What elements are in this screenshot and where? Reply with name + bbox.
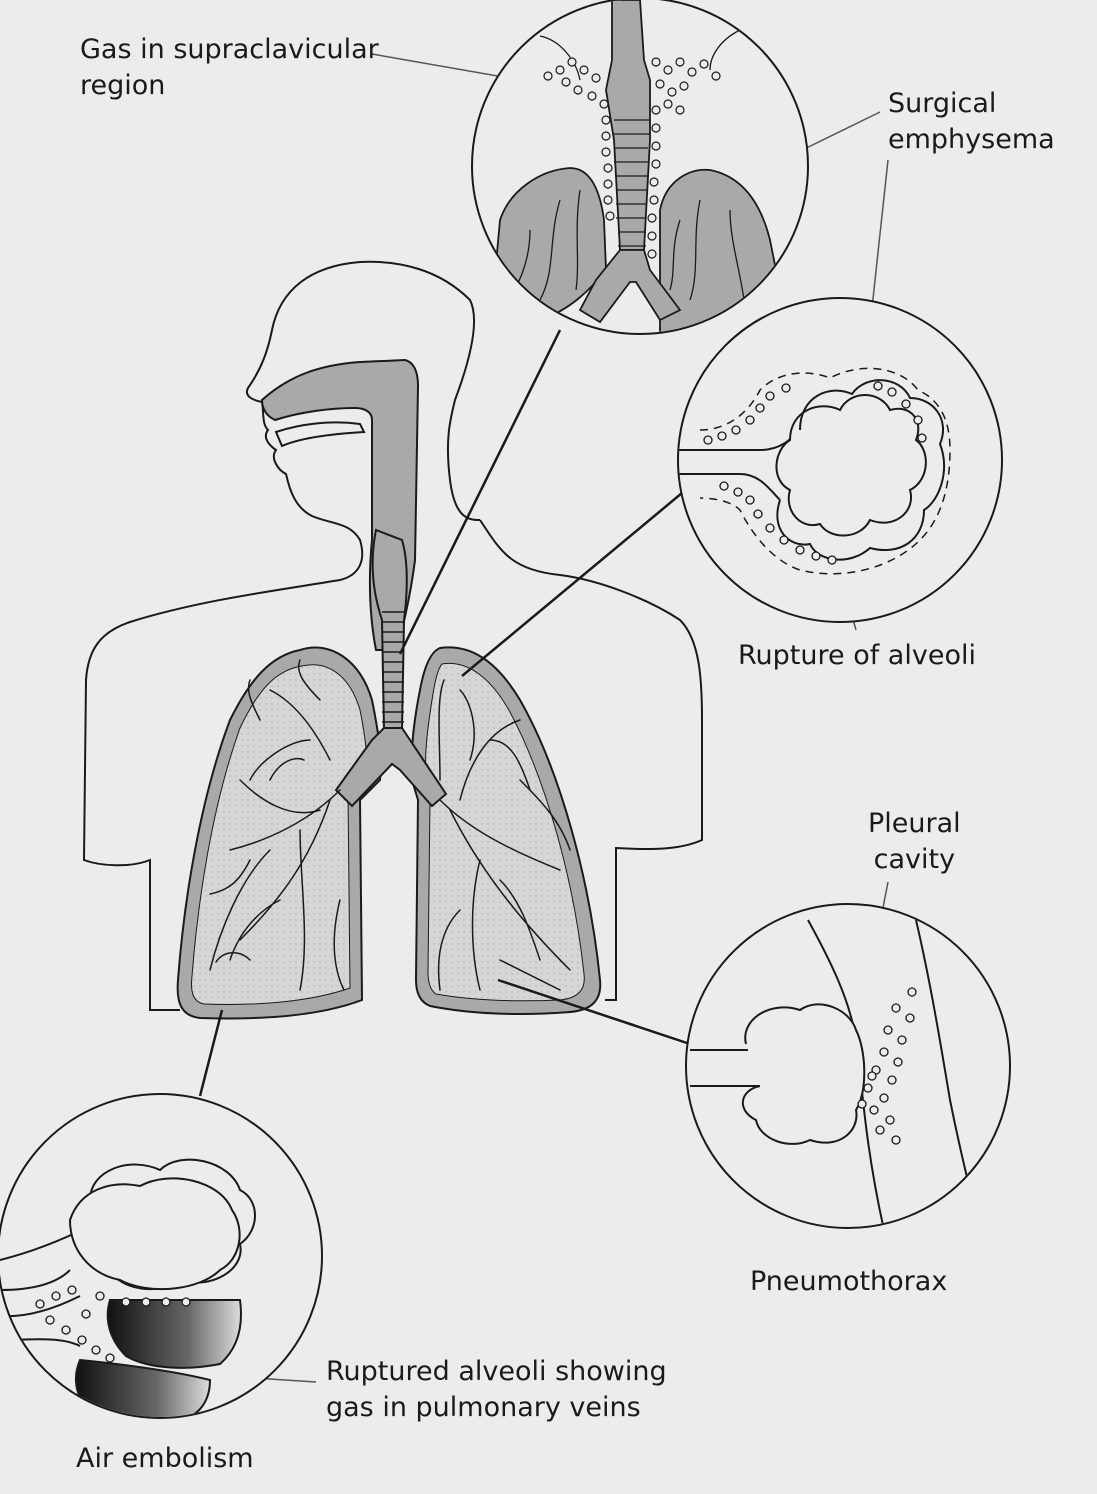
label-line: emphysema bbox=[888, 124, 1055, 155]
connector-lung-to-alveoli-circle bbox=[461, 477, 701, 677]
label-line: region bbox=[80, 70, 166, 101]
pulmonary-vein-upper bbox=[106, 1298, 242, 1369]
label-pleural-cavity: Pleural cavity bbox=[868, 806, 961, 878]
label-line: Pneumothorax bbox=[750, 1266, 948, 1297]
oral-cavity bbox=[274, 421, 366, 448]
label-line: gas in pulmonary veins bbox=[326, 1392, 641, 1423]
embolism-bronchiole bbox=[0, 1225, 91, 1347]
left-lung bbox=[176, 646, 382, 1020]
alveoli-outer-wall bbox=[776, 379, 945, 561]
upper-airway bbox=[260, 358, 420, 731]
label-pneumothorax: Pneumothorax bbox=[750, 1264, 947, 1300]
connector-lung-to-embolism-circle bbox=[198, 1009, 224, 1097]
circle-pneumothorax bbox=[685, 903, 1011, 1229]
label-air-embolism: Air embolism bbox=[76, 1441, 254, 1477]
alveoli-cluster bbox=[775, 394, 927, 537]
label-line: cavity bbox=[873, 844, 956, 875]
gas-bubbles-veins bbox=[35, 1285, 191, 1363]
label-line: Gas in supraclavicular bbox=[80, 34, 379, 65]
gas-bubbles-pleural bbox=[857, 987, 917, 1145]
label-line: Surgical bbox=[888, 88, 997, 119]
head-outline bbox=[246, 260, 481, 581]
label-line: Air embolism bbox=[76, 1443, 254, 1474]
circle-air-embolism bbox=[0, 1093, 323, 1419]
label-ruptured-alveoli-pulmonary-veins: Ruptured alveoli showing gas in pulmonar… bbox=[326, 1354, 667, 1426]
label-surgical-emphysema: Surgical emphysema bbox=[888, 86, 1055, 158]
bronchial-branches bbox=[209, 659, 571, 991]
circle-rupture-of-alveoli bbox=[677, 297, 1003, 623]
shoulders-right bbox=[559, 574, 703, 1001]
circle-surgical-emphysema bbox=[471, 0, 809, 335]
label-gas-in-supraclavicular-region: Gas in supraclavicular region bbox=[80, 32, 379, 104]
leader-surgical-2 bbox=[871, 159, 889, 309]
dashed-outer bbox=[699, 367, 951, 575]
main-bronchi bbox=[334, 727, 448, 808]
connector-lines bbox=[198, 329, 701, 1097]
label-line: Pleural bbox=[868, 808, 961, 839]
neck-back bbox=[479, 519, 561, 576]
body-outline bbox=[82, 260, 703, 1011]
label-rupture-of-alveoli: Rupture of alveoli bbox=[738, 638, 976, 674]
pneumo-bronchiole bbox=[690, 1049, 760, 1087]
embolism-alveoli-upper bbox=[68, 1177, 241, 1291]
pneumo-alveoli bbox=[742, 1003, 866, 1145]
connector-trachea-to-top-circle bbox=[398, 329, 562, 655]
gas-bubbles-alveoli bbox=[703, 381, 927, 565]
gas-bubbles-top bbox=[543, 57, 721, 259]
right-lung bbox=[410, 646, 602, 1015]
label-line: Ruptured alveoli showing bbox=[326, 1356, 667, 1387]
trachea-rings bbox=[382, 611, 404, 723]
connector-lung-to-pleural-circle bbox=[497, 978, 691, 1046]
label-line: Rupture of alveoli bbox=[738, 640, 976, 671]
shoulders-left bbox=[82, 579, 341, 1011]
